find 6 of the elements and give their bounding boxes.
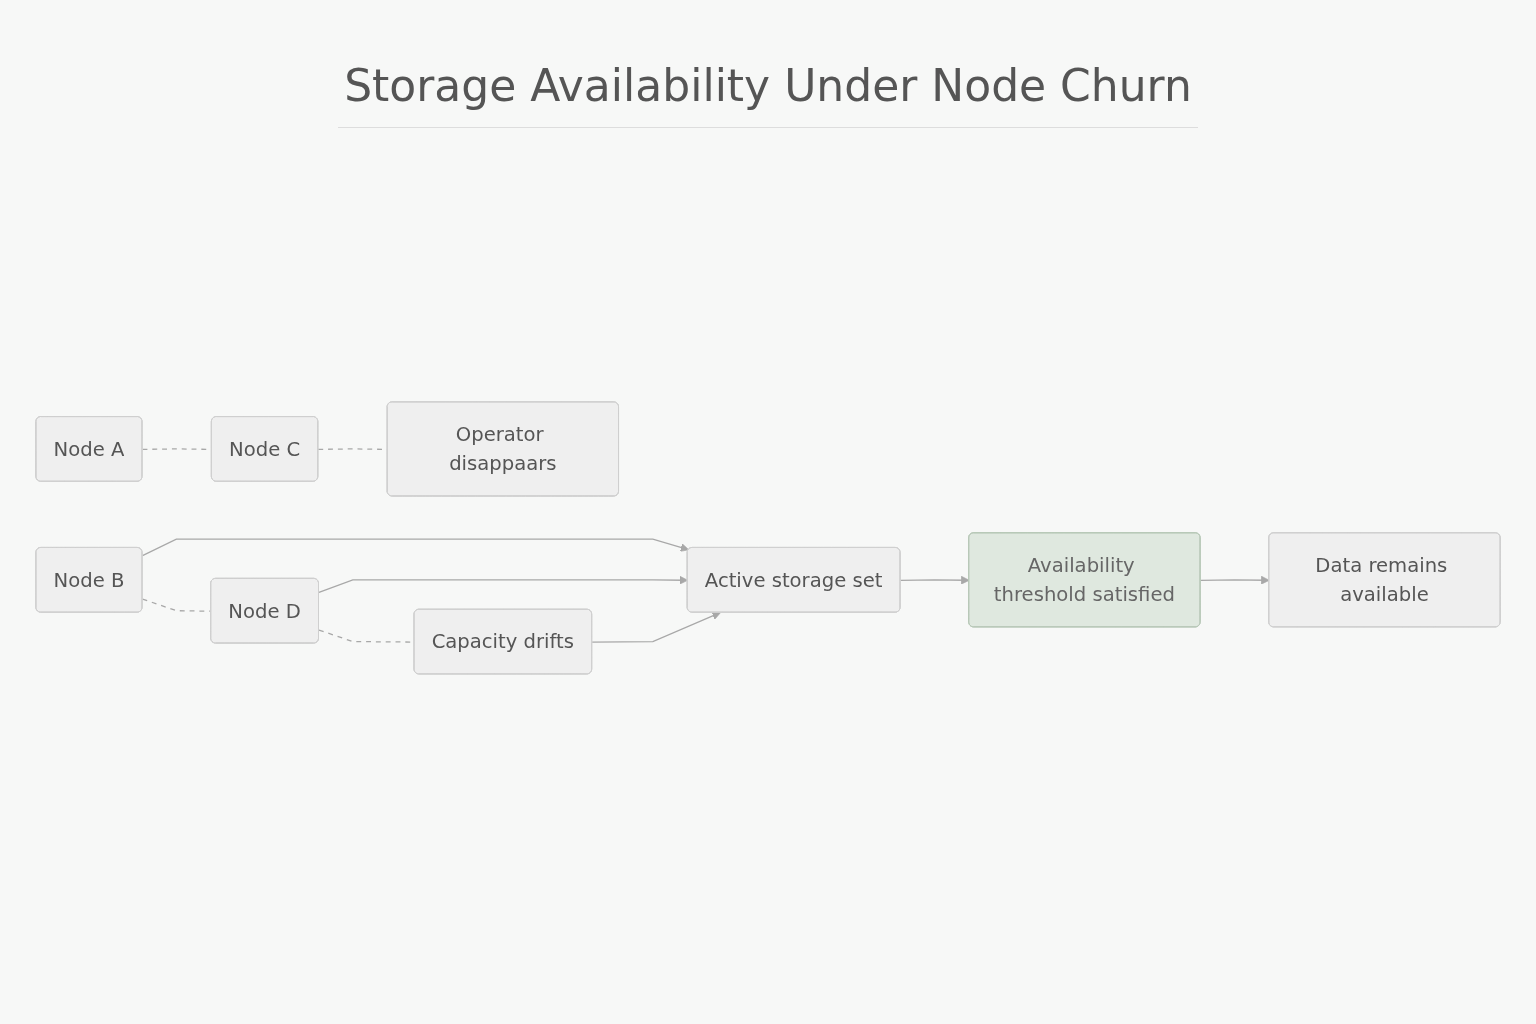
diagram-title: Storage Availability Under Node Churn	[338, 60, 1198, 128]
arrow	[141, 538, 690, 557]
arrow	[1199, 576, 1270, 585]
arrow	[899, 576, 970, 585]
arrow	[591, 611, 721, 643]
arrow	[318, 576, 689, 594]
